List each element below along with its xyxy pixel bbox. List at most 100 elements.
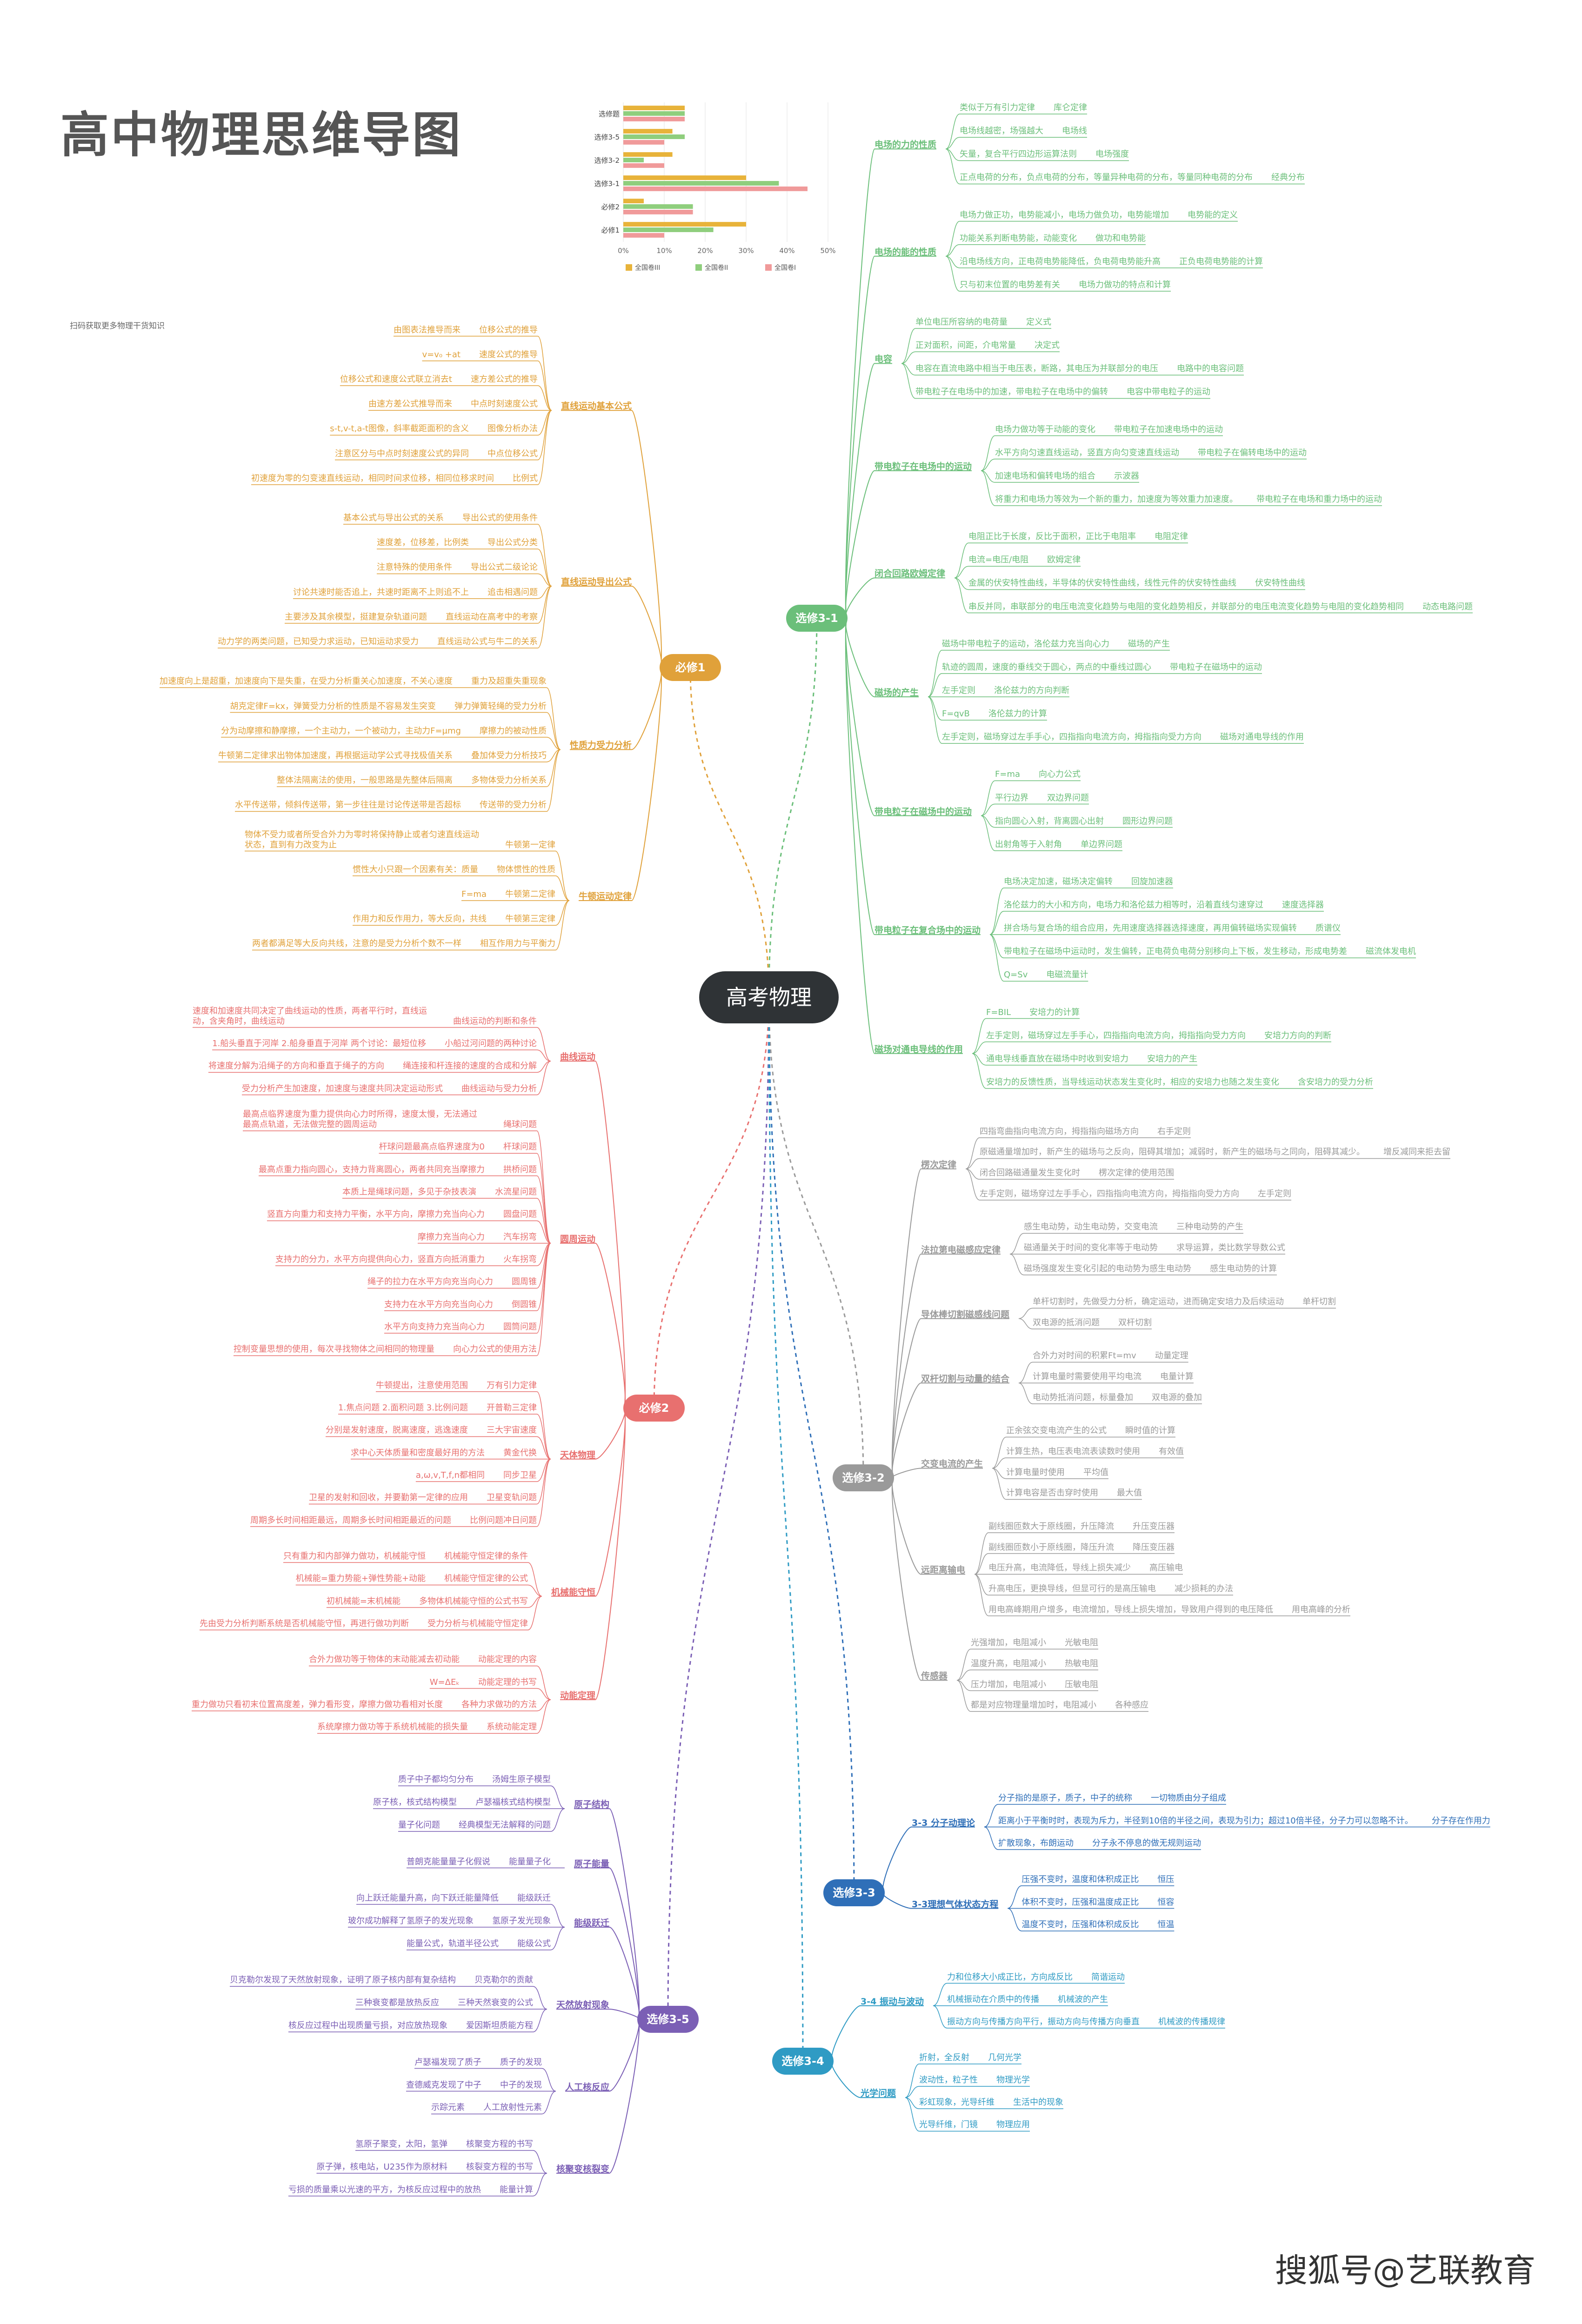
sub-topic[interactable]: 远距离输电 xyxy=(921,1565,966,1576)
sub-topic[interactable]: 核聚变核裂变 xyxy=(556,2164,609,2174)
branch-node[interactable]: 必修1 xyxy=(660,654,721,681)
leaf-item: 功能关系判断电势能，动能变化 xyxy=(960,233,1077,243)
sub-topic[interactable]: 电场的力的性质 xyxy=(874,140,937,150)
leaf-detail: 周期多长时间相距最远，周期多长时间相距最近的问题 xyxy=(250,1515,451,1525)
leaf-detail: 电场强度 xyxy=(1095,149,1129,160)
leaf-item: 折射，全反射 xyxy=(919,2052,970,2063)
leaf-item: 电场力做功等于动能的变化 xyxy=(995,424,1096,434)
leaf-item: 圆筒问题 xyxy=(503,1322,537,1332)
sub-topic[interactable]: 直线运动导出公式 xyxy=(561,577,632,588)
sub-topic[interactable]: 天然放射现象 xyxy=(556,2000,609,2010)
leaf-item: 温度不变时，压强和体积成反比 xyxy=(1021,1920,1139,1930)
branch-node[interactable]: 选修3-3 xyxy=(823,1879,885,1906)
sub-topic[interactable]: 磁场对通电导线的作用 xyxy=(874,1044,963,1055)
leaf-detail: 几何光学 xyxy=(988,2052,1022,2063)
branch-node[interactable]: 选修3-1 xyxy=(786,605,848,632)
sub-topic[interactable]: 圆周运动 xyxy=(560,1234,595,1244)
sub-topic[interactable]: 动能定理 xyxy=(560,1690,595,1701)
sub-topic[interactable]: 闭合回路欧姆定律 xyxy=(874,568,946,579)
legend-label: 全国卷I xyxy=(774,264,796,272)
leaf-item: 卫星变轨问题 xyxy=(486,1493,537,1503)
sub-topic[interactable]: 电场的能的性质 xyxy=(874,247,937,257)
bar xyxy=(623,158,644,162)
sub-topic[interactable]: 传感器 xyxy=(921,1671,948,1682)
leaf-item: 直线运动在高考中的考察 xyxy=(445,612,538,622)
x-tick-label: 20% xyxy=(697,247,713,255)
connector-line xyxy=(845,618,875,1054)
leaf-detail: 库仑定律 xyxy=(1054,103,1088,113)
sub-topic[interactable]: 人工核反应 xyxy=(565,2082,609,2092)
sub-topic[interactable]: 磁场的产生 xyxy=(874,687,919,698)
leaf-item: 速方差公式的推导 xyxy=(470,374,538,384)
sub-topic[interactable]: 原子结构 xyxy=(574,1799,609,1810)
sub-topic[interactable]: 3-4 振动与波动 xyxy=(861,1996,924,2007)
sub-topic[interactable]: 原子能量 xyxy=(574,1858,609,1869)
sub-topic[interactable]: 带电粒子在复合场中的运动 xyxy=(874,925,981,936)
sub-topic[interactable]: 楞次定律 xyxy=(921,1159,957,1170)
sub-topic[interactable]: 光学问题 xyxy=(861,2088,896,2099)
sub-topic[interactable]: 牛顿运动定律 xyxy=(578,891,632,902)
connector-line xyxy=(891,1382,921,1478)
leaf-detail: 量子化问题 xyxy=(398,1820,440,1830)
connector-line xyxy=(609,1867,640,2020)
leaf-item: 能级公式 xyxy=(517,1938,551,1949)
sub-topic[interactable]: 直线运动基本公式 xyxy=(561,401,632,412)
leaf-detail: 加速度向上是超重，加速度向下是失重，在受力分析重关心加速度，不关心速度 xyxy=(159,676,453,687)
exam-distribution-chart: 0%10%20%30%40%50%选修题选修3-5选修3-2选修3-1必修2必修… xyxy=(594,102,836,272)
leaf-detail: 三种衰变都是放热反应 xyxy=(355,1998,439,2008)
leaf-item: 黄金代换 xyxy=(503,1448,537,1458)
connector-line xyxy=(159,687,561,750)
category-label: 必修1 xyxy=(601,226,620,234)
sub-topic[interactable]: 法拉第电磁感应定律 xyxy=(921,1245,1001,1255)
leaf-detail: 系统摩擦力做功等于系统机械能的损失量 xyxy=(317,1722,468,1732)
branch-node[interactable]: 选修3-4 xyxy=(772,2048,834,2075)
sub-topic[interactable]: 性质力受力分析 xyxy=(569,740,632,751)
leaf-item: 各种力求做功的方法 xyxy=(461,1700,537,1710)
leaf-item: 压力增加，电阻减小 xyxy=(971,1679,1047,1690)
leaf-item: 贝克勒尔的贡献 xyxy=(474,1975,533,1985)
sub-topic[interactable]: 3-3 分子动理论 xyxy=(912,1817,975,1828)
leaf-detail: 分为动摩擦和静摩擦，一个主动力，一个被动力，主动力F=μmg xyxy=(221,726,461,736)
leaf-detail: 决定式 xyxy=(1035,341,1060,351)
leaf-item: 速度公式的推导 xyxy=(479,349,538,360)
leaf-detail: 压敏电阻 xyxy=(1065,1679,1099,1690)
leaf-detail: 竖直方向重力和支持力平衡，水平方向，摩擦力充当向心力 xyxy=(267,1209,485,1220)
leaf-detail: 单杆切割 xyxy=(1302,1297,1336,1307)
connector-line xyxy=(653,997,770,1409)
legend-swatch xyxy=(626,264,632,271)
connector-line xyxy=(631,586,662,668)
leaf-item: 四指弯曲指向电流方向，拇指指向磁场方向 xyxy=(980,1126,1139,1136)
sub-topic[interactable]: 带电粒子在电场中的运动 xyxy=(874,461,972,472)
leaf-detail: 双杆切割 xyxy=(1118,1317,1152,1328)
bar xyxy=(623,181,779,186)
central-topic[interactable]: 高考物理 xyxy=(699,971,839,1023)
leaf-detail: 物体不受力或者所受合外力为零时将保持静止或者匀速直线运动状态，直到有力改变为止 xyxy=(244,829,479,850)
leaf-detail: 物理应用 xyxy=(996,2120,1030,2130)
branch-node[interactable]: 选修3-2 xyxy=(833,1464,894,1491)
sub-topic[interactable]: 能级跃迁 xyxy=(574,1917,609,1928)
sub-topic[interactable]: 双杆切割与动量的结合 xyxy=(921,1374,1010,1384)
leaf-detail: 受力分析产生加速度，加速度与速度共同决定运动形式 xyxy=(241,1083,443,1094)
sub-topic[interactable]: 机械能守恒 xyxy=(551,1587,595,1597)
connector-line xyxy=(768,997,804,2062)
leaf-detail: 速度差，位移差，比例类 xyxy=(376,538,469,548)
sub-topic[interactable]: 带电粒子在磁场中的运动 xyxy=(874,806,972,817)
sub-topic[interactable]: 交变电流的产生 xyxy=(921,1459,983,1469)
sub-topic[interactable]: 天体物理 xyxy=(560,1449,595,1460)
sub-topic[interactable]: 曲线运动 xyxy=(560,1052,595,1062)
connector-line xyxy=(981,459,1307,471)
leaf-detail: 双电源的叠加 xyxy=(1152,1392,1202,1402)
leaf-detail: 原子核，核式结构模型 xyxy=(373,1797,457,1808)
sub-topic[interactable]: 导体棒切割磁感线问题 xyxy=(921,1309,1010,1320)
branch-node[interactable]: 选修3-5 xyxy=(637,2006,699,2033)
bar xyxy=(623,233,664,238)
leaf-detail: 亏损的质量乘以光速的平方，为核反应过程中的放热 xyxy=(288,2184,481,2195)
sub-topic[interactable]: 电容 xyxy=(874,354,893,365)
sub-topic[interactable]: 3-3理想气体状态方程 xyxy=(912,1899,999,1910)
leaf-detail: 洛伦兹力的方向判断 xyxy=(994,685,1070,695)
branch-node[interactable]: 必修2 xyxy=(623,1395,685,1422)
leaf-detail: 卢瑟福发现了质子 xyxy=(414,2057,481,2067)
leaf-detail: 最高点临界速度为重力提供向心力时所得，速度太慢，无法通过最高点轨道，无法做完整的… xyxy=(242,1109,477,1129)
leaf-detail: 分子永不停息的做无规则运动 xyxy=(1092,1838,1201,1849)
connector-line xyxy=(882,1892,912,1909)
